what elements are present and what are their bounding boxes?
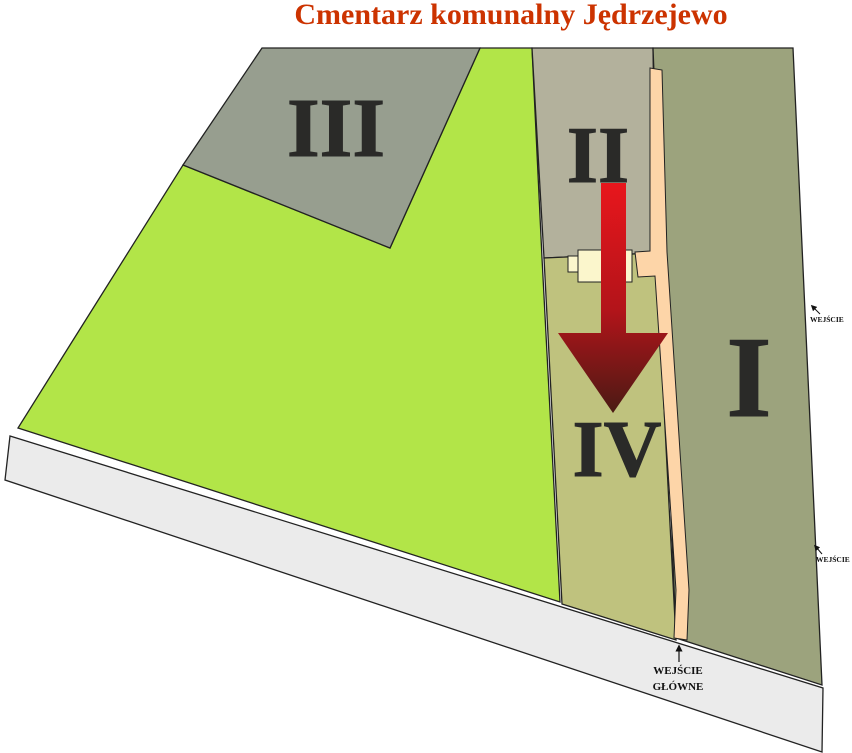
main-entrance-label-line1: WEJŚCIE bbox=[653, 665, 703, 677]
direction-arrow-icon bbox=[558, 183, 668, 413]
entrance-label-east-lower: WEJŚCIE bbox=[816, 554, 850, 564]
section-label-II: II bbox=[567, 112, 629, 200]
section-label-IV: IV bbox=[573, 406, 662, 494]
entrance-arrow-icon bbox=[810, 304, 821, 315]
entrance-arrow-icon bbox=[814, 544, 823, 555]
section-label-III: III bbox=[287, 82, 385, 175]
road bbox=[4, 435, 824, 753]
section-label-I: I bbox=[726, 314, 771, 442]
section-III bbox=[182, 47, 482, 249]
map-title: Cmentarz komunalny Jędrzejewo bbox=[294, 0, 728, 31]
main-entrance-label-line2: GŁÓWNE bbox=[653, 681, 704, 693]
footpath bbox=[634, 67, 690, 641]
entrance-label-east-upper: WEJŚCIE bbox=[810, 314, 844, 324]
